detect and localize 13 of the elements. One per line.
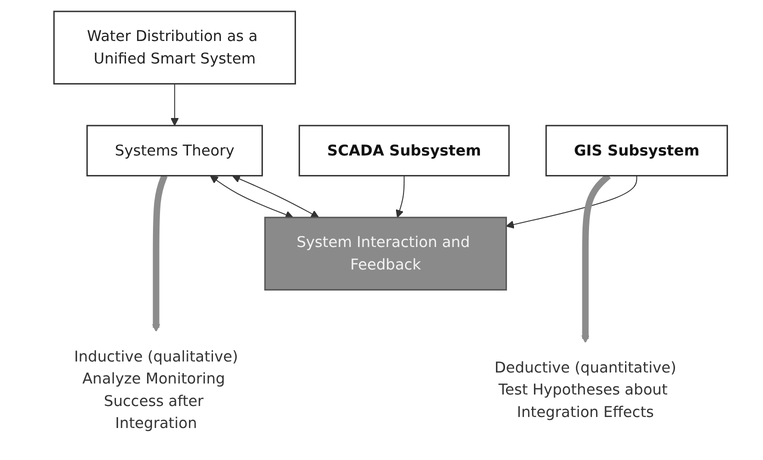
node-box: SCADA Subsystem xyxy=(298,124,510,176)
arrow xyxy=(210,176,294,219)
node-box: Water Distribution as a Unified Smart System xyxy=(53,10,296,84)
arrow xyxy=(170,83,179,126)
arrow xyxy=(396,175,405,218)
node-box: GIS Subsystem xyxy=(546,124,728,176)
node-box: Systems Theory xyxy=(86,124,264,176)
arrow xyxy=(152,174,168,332)
node-box: System Interaction and Feedback xyxy=(264,216,508,291)
arrow xyxy=(506,175,638,229)
node-text: Deductive (quantitative) Test Hypotheses about Integration Effects xyxy=(494,358,676,421)
arrow xyxy=(232,175,320,218)
node-text: Inductive (qualitative) Analyze Monitoring Success after Integration xyxy=(74,347,238,432)
